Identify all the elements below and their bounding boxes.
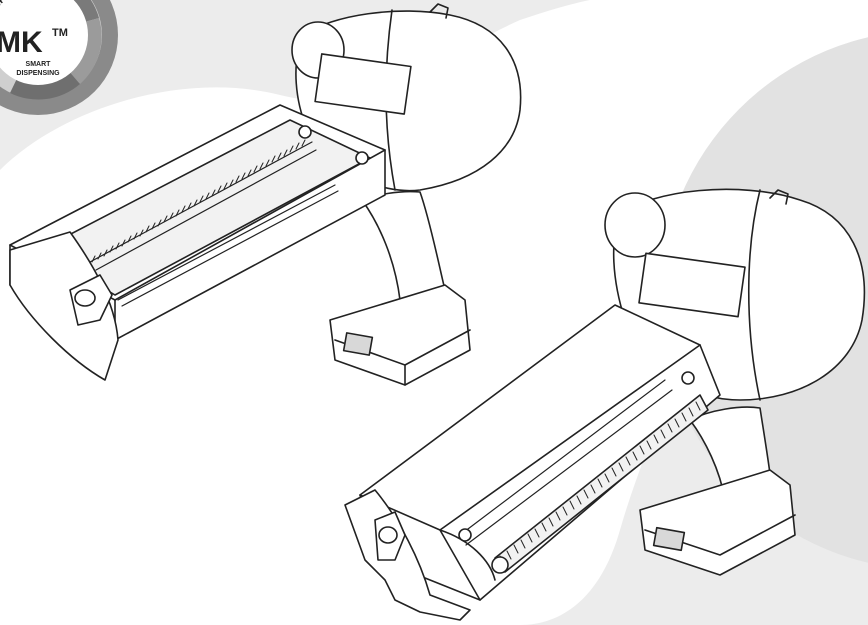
rack-teeth-open (91, 139, 306, 263)
logo-brand: MK (0, 26, 43, 59)
logo-badge: SPECIALIZED MK TM SMART DISPENSING (0, 0, 118, 115)
dispenser-tool-open (9, 3, 522, 386)
logo-trademark: TM (52, 27, 68, 39)
logo-line2: DISPENSING (16, 70, 60, 77)
logo-line1: SMART (26, 61, 52, 68)
dispenser-tool-closed (344, 188, 866, 621)
